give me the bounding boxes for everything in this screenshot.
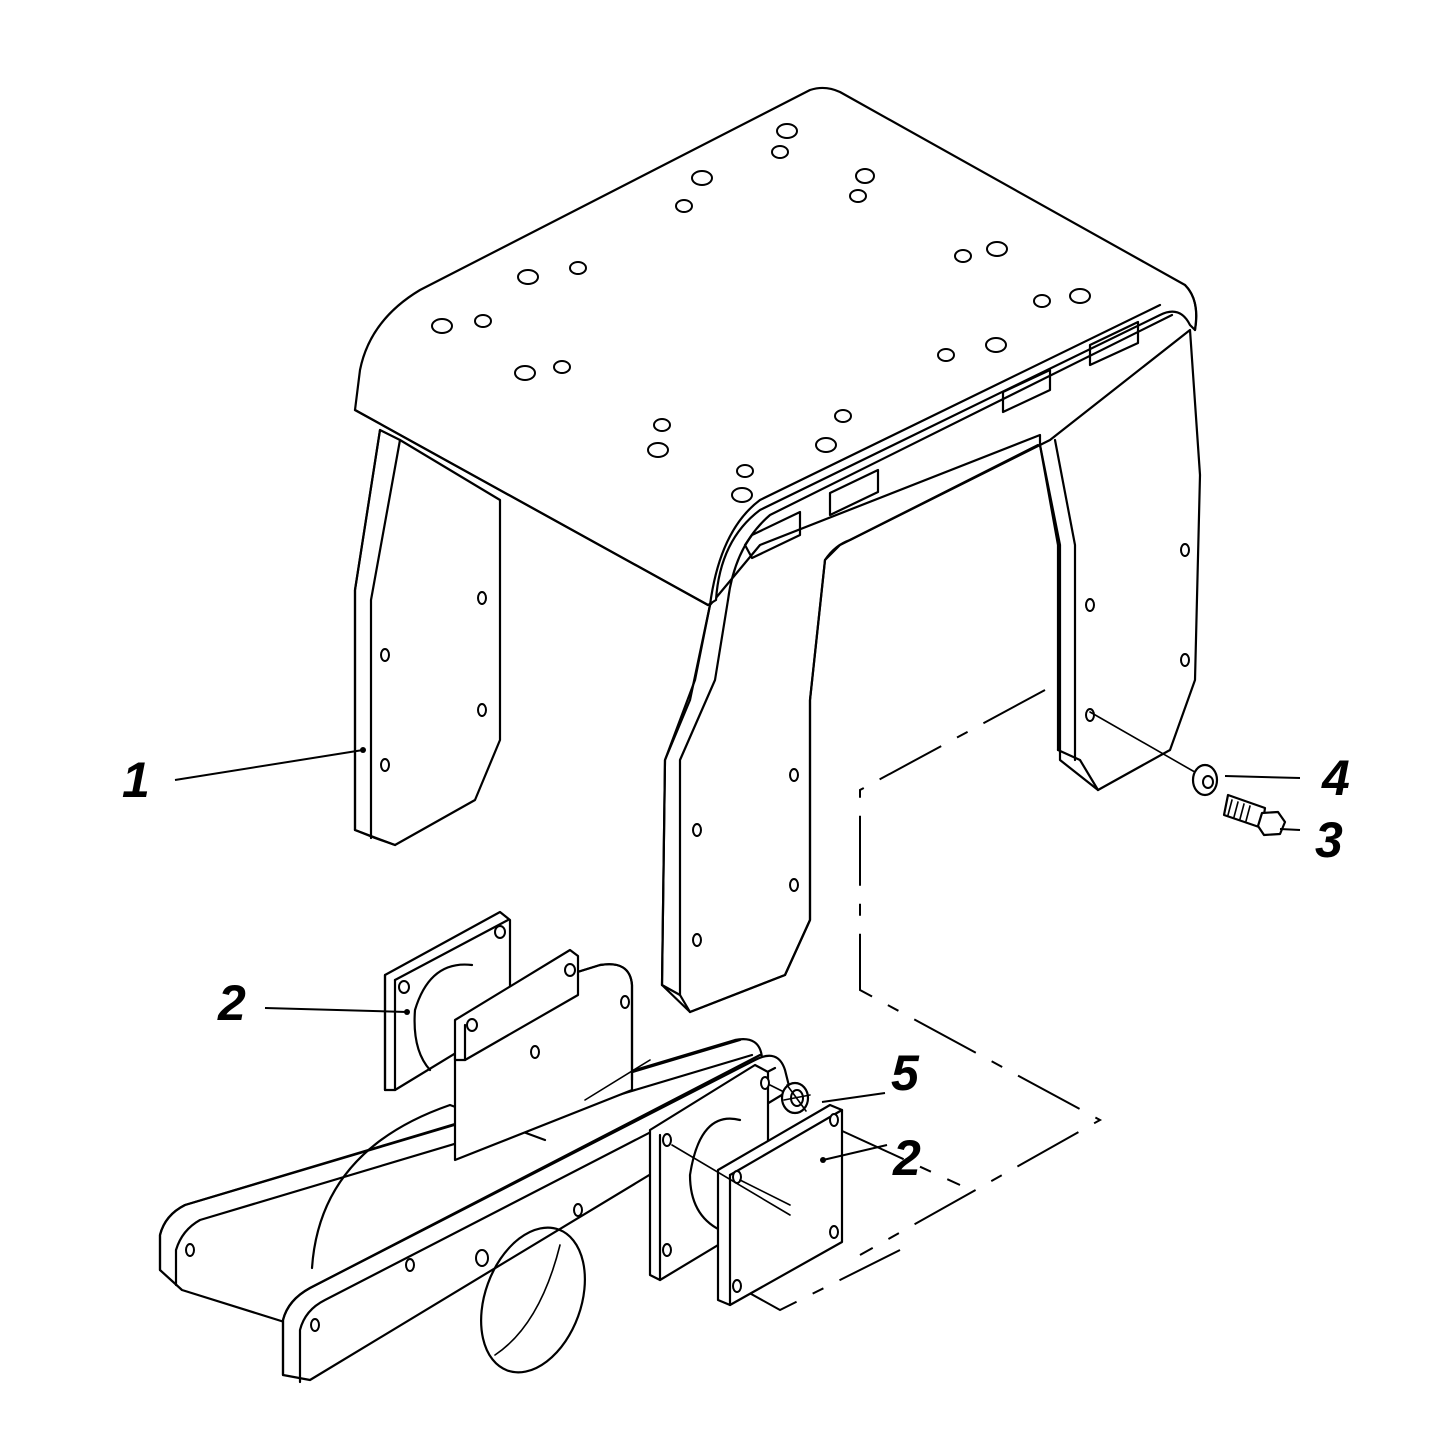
isolator-mount-left [383, 910, 580, 1092]
bolt-part [1222, 793, 1287, 837]
callout-1-frame: 1 [122, 752, 150, 808]
left-leg [353, 428, 502, 847]
hole [789, 878, 799, 892]
nut-part [769, 1081, 811, 1115]
hole [380, 758, 390, 772]
frame-part [353, 86, 1202, 1014]
callout-5-nut: 5 [891, 1045, 919, 1101]
roof-holes [431, 123, 1091, 503]
hole [477, 703, 487, 717]
hole [692, 823, 702, 837]
roof-canopy [353, 86, 1198, 607]
hole [477, 591, 487, 605]
right-rear-leg [1038, 328, 1202, 792]
callout-3-bolt: 3 [1315, 812, 1343, 868]
hole [1180, 543, 1190, 557]
callout-4-washer: 4 [1322, 750, 1350, 806]
callout-2-isolator-left: 2 [218, 975, 246, 1031]
hole [1085, 598, 1095, 612]
washer-part [1089, 711, 1219, 797]
callout-2-isolator-right: 2 [893, 1130, 921, 1186]
leader-lines [174, 747, 1301, 1163]
isolator-mount-right [648, 1063, 844, 1307]
hole [1085, 708, 1095, 722]
hole [692, 933, 702, 947]
hole [1180, 653, 1190, 667]
front-leg [660, 433, 1042, 1014]
hole [380, 648, 390, 662]
hole [789, 768, 799, 782]
